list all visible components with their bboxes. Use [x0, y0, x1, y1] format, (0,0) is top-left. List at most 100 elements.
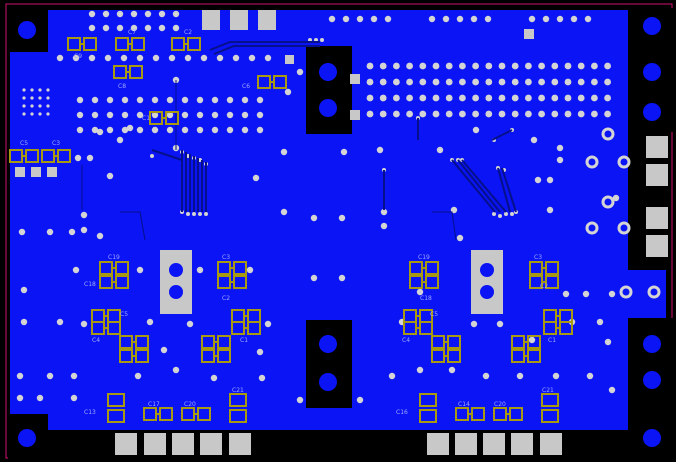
via	[384, 15, 392, 23]
via	[198, 212, 202, 216]
capacitor-footprint	[201, 335, 231, 349]
via	[216, 54, 224, 62]
via	[211, 111, 219, 119]
via	[551, 78, 559, 86]
capacitor-footprint	[403, 321, 433, 335]
via	[68, 228, 76, 236]
via	[56, 318, 64, 326]
label-c3-left: C3	[52, 140, 60, 147]
via	[130, 10, 138, 18]
capacitor-footprint	[201, 349, 231, 363]
via	[498, 94, 506, 102]
via	[380, 208, 388, 216]
via	[556, 156, 564, 164]
via	[591, 110, 598, 118]
via	[608, 386, 616, 394]
label-a-c1: C1	[240, 337, 248, 344]
via	[18, 228, 26, 236]
via	[525, 110, 532, 118]
via	[577, 78, 585, 86]
right-header-pads	[646, 136, 668, 257]
via	[36, 394, 44, 402]
via	[525, 78, 532, 86]
label-c1: C1	[142, 115, 150, 122]
via	[152, 54, 160, 62]
via	[428, 15, 436, 23]
via	[432, 94, 440, 102]
capacitor-footprint	[143, 407, 173, 421]
capacitor-footprint	[115, 37, 145, 51]
via	[168, 54, 176, 62]
capacitor-footprint	[9, 149, 39, 163]
via	[22, 96, 26, 100]
via	[158, 10, 166, 18]
via	[538, 78, 545, 86]
via	[126, 124, 134, 132]
via	[542, 15, 550, 23]
via	[46, 88, 50, 92]
label-c7: C7	[128, 29, 136, 36]
signal-traces	[151, 41, 517, 213]
via	[546, 206, 554, 214]
test-point	[617, 155, 631, 169]
via	[72, 54, 80, 62]
via	[204, 212, 208, 216]
via	[30, 96, 34, 100]
via	[459, 62, 466, 70]
via	[584, 15, 592, 23]
via	[38, 104, 42, 108]
capacitor-footprint	[181, 407, 211, 421]
via	[106, 96, 114, 104]
via	[562, 290, 570, 298]
via	[186, 320, 194, 328]
via	[393, 78, 400, 86]
via	[528, 15, 536, 23]
via	[86, 154, 94, 162]
via	[181, 96, 189, 104]
via	[46, 96, 50, 100]
via	[172, 366, 180, 374]
via	[280, 148, 288, 156]
via	[472, 126, 480, 134]
via	[551, 94, 559, 102]
via	[538, 62, 545, 70]
via	[96, 232, 104, 240]
via	[116, 136, 124, 144]
via	[258, 374, 266, 382]
via	[591, 62, 598, 70]
via	[136, 96, 144, 104]
via	[91, 111, 99, 119]
via	[196, 126, 204, 134]
bottom-header-pads-right	[427, 433, 562, 455]
test-point	[617, 221, 631, 235]
via	[226, 96, 234, 104]
via	[80, 320, 88, 328]
via	[608, 290, 616, 298]
via	[379, 110, 387, 118]
via	[379, 62, 387, 70]
via	[445, 62, 453, 70]
via	[356, 15, 364, 23]
capacitor-footprint	[257, 75, 287, 89]
via	[470, 320, 478, 328]
via	[196, 111, 204, 119]
capacitor-footprint	[409, 261, 439, 275]
via	[380, 222, 388, 230]
via-array	[15, 10, 661, 404]
via	[211, 96, 219, 104]
capacitor-footprint	[99, 261, 129, 275]
via	[284, 88, 292, 96]
via	[310, 214, 318, 222]
thin-traces	[81, 80, 457, 241]
via	[186, 212, 190, 216]
capacitor-footprint	[99, 275, 129, 289]
via	[88, 24, 96, 32]
label-bot-a-c21: C21	[232, 387, 244, 394]
bottom-header-pads-left	[115, 433, 251, 455]
via	[366, 78, 374, 86]
capacitor-footprint	[171, 37, 201, 51]
silkscreen-capacitors	[9, 37, 573, 423]
label-a-c5: C5	[120, 311, 128, 318]
via	[88, 54, 96, 62]
via	[482, 372, 490, 380]
